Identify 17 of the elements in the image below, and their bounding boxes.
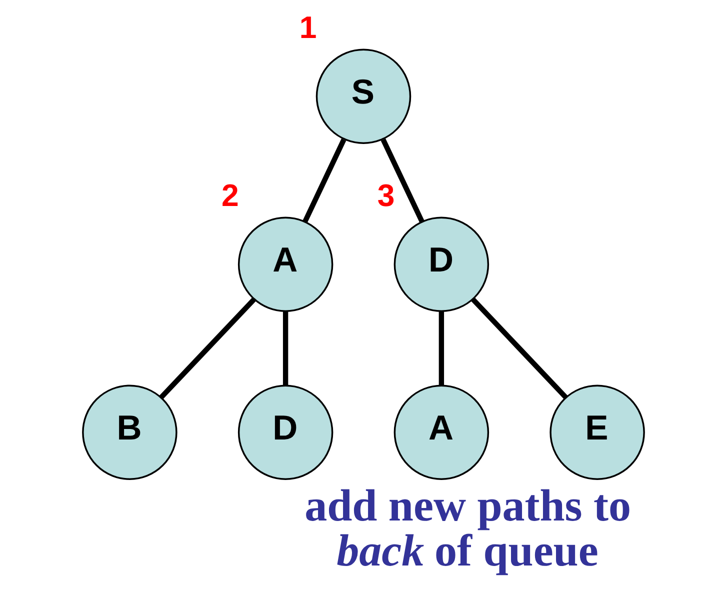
node-label: 3 bbox=[376, 178, 394, 214]
connector bbox=[438, 311, 444, 386]
connector bbox=[158, 298, 256, 400]
node-circle: D bbox=[393, 216, 489, 312]
connector bbox=[282, 311, 288, 386]
node-circle: A bbox=[393, 384, 489, 480]
connector bbox=[302, 138, 346, 223]
connector bbox=[380, 138, 424, 223]
node-label: 2 bbox=[220, 178, 238, 214]
node-circle: D bbox=[237, 384, 333, 480]
caption: add new paths to back of queue bbox=[304, 480, 631, 576]
node-circle: B bbox=[82, 384, 177, 480]
node-label: 1 bbox=[298, 10, 316, 46]
node-circle: E bbox=[549, 384, 644, 480]
connector bbox=[470, 298, 568, 400]
node-circle: A bbox=[237, 216, 333, 312]
node-circle: S bbox=[315, 48, 411, 144]
